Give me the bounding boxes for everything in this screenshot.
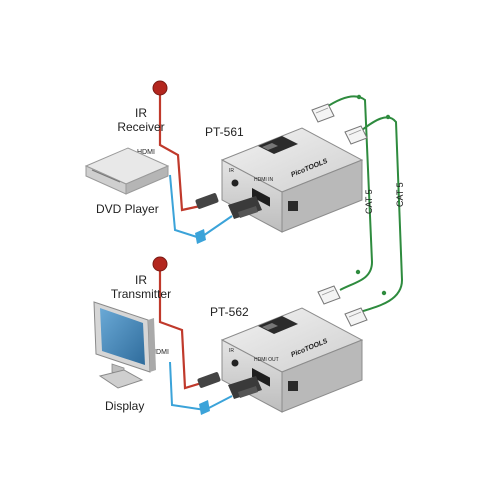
pt561-side: [281, 159, 363, 233]
rj45-connector-bottom-b: [344, 307, 368, 327]
ir-transmitter-cable: [158, 268, 206, 390]
pt561-ir-port-label: IR: [229, 168, 234, 174]
rj45-connector-top-a: [311, 103, 335, 123]
ir-transmitter: [152, 256, 221, 390]
cat5-label-a: CAT 5: [364, 189, 374, 214]
display-stand: [98, 369, 144, 389]
pt562-side: [281, 339, 363, 413]
ir-transmitter-label-line2: Transmitter: [111, 287, 171, 301]
ir-transmitter-label-line1: IR: [135, 273, 147, 287]
pt562-label: PT-562: [210, 305, 249, 319]
pt562-ir-port-label: IR: [229, 348, 234, 354]
dvd-player: [84, 147, 170, 195]
ir-receiver-cable: [158, 92, 206, 212]
pt562-ir-port: [231, 359, 239, 367]
cat5-label-b: CAT 5: [395, 182, 405, 207]
pt561-label: PT-561: [205, 125, 244, 139]
display-screen: [100, 308, 145, 365]
hdmi-cable-top: [169, 174, 233, 240]
ir-receiver-sensor: [152, 80, 168, 96]
hdmi-cable-bottom: [169, 361, 233, 412]
ir-receiver: [152, 80, 219, 212]
pt561-hdmi-port-label: HDMI IN: [254, 177, 274, 183]
ir-receiver-plug: [195, 193, 219, 209]
pt561-unit: PicoTOOLS IR HDMI IN: [220, 127, 364, 233]
pt561-hdmi-port: [252, 188, 270, 207]
pt562-hdmi-connector: [228, 376, 262, 399]
hdmi-label-top: HDMI: [137, 149, 155, 156]
dvd-player-label: DVD Player: [96, 202, 159, 216]
pt562-hdmi-port-label: HDMI OUT: [254, 357, 279, 363]
cat5-cable-b: [359, 116, 404, 313]
ir-receiver-label-line2: Receiver: [117, 120, 164, 134]
cat5-cables: [311, 94, 404, 327]
rj45-connector-top-b: [344, 125, 368, 145]
display-monitor: [93, 301, 156, 389]
pt561-hdmi-connector: [228, 196, 262, 219]
pt562-cat5-port: [288, 381, 298, 391]
ir-transmitter-plug: [197, 372, 221, 388]
display-label: Display: [105, 399, 144, 413]
pt562-unit: PicoTOOLS IR HDMI OUT: [220, 307, 364, 413]
pt561-ir-port: [231, 179, 239, 187]
hdmi-label-bottom: HDMI: [151, 349, 169, 356]
ir-receiver-label-line1: IR: [135, 106, 147, 120]
cat5-cable-a: [324, 95, 374, 291]
pt562-hdmi-port: [252, 368, 270, 387]
rj45-connector-bottom-a: [317, 285, 341, 305]
pt561-cat5-port: [288, 201, 298, 211]
ir-transmitter-emitter: [152, 256, 168, 272]
